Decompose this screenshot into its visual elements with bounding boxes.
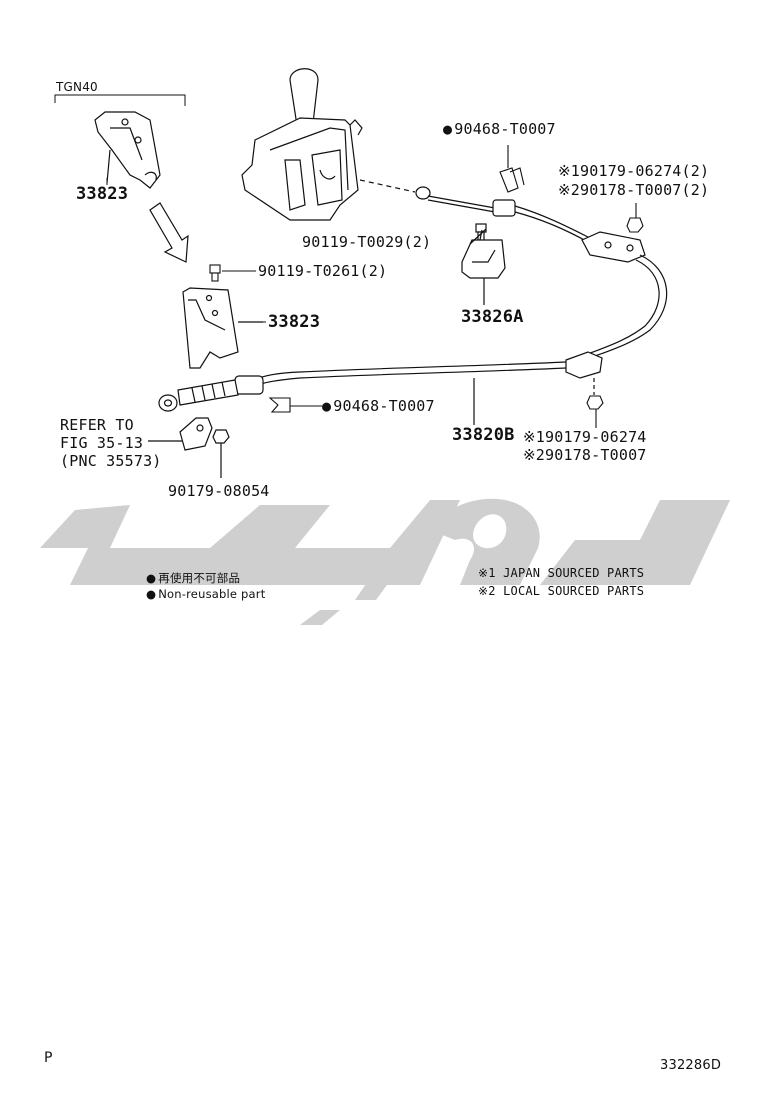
- part-33820b-label[interactable]: 33820B: [452, 425, 515, 445]
- part-90178-t0007-2-label[interactable]: ※290178-T0007(2): [558, 181, 710, 199]
- footer-page-letter: P: [44, 1050, 53, 1066]
- part-90468-top-label[interactable]: 90468-T0007: [443, 120, 556, 138]
- refer-line-2[interactable]: FIG 35-13: [60, 434, 144, 452]
- cable-33820b: [158, 186, 668, 425]
- bracket-33823-mid: [182, 287, 263, 369]
- legend-japan-sourced: ※1 JAPAN SOURCED PARTS: [478, 566, 645, 580]
- legend-nonreusable-en: Non-reusable part: [146, 587, 265, 601]
- bracket-33826a: [461, 223, 506, 305]
- clip-90468-top: [499, 145, 525, 193]
- watermark-logo: [40, 498, 730, 625]
- bracket-33823-top: [94, 111, 161, 189]
- clip-90468-bottom: [268, 397, 322, 413]
- nut-90179-top: [626, 203, 644, 233]
- cable-clamp-bracket: [148, 417, 230, 478]
- nut-90179-bottom: [586, 395, 604, 428]
- refer-line-3: (PNC 35573): [60, 452, 162, 470]
- part-33823-mid-label[interactable]: 33823: [268, 312, 321, 332]
- refer-line-1: REFER TO: [60, 416, 134, 434]
- part-90119-t0029-label[interactable]: 90119-T0029(2): [302, 233, 432, 251]
- part-90178-t0007-label[interactable]: ※290178-T0007: [523, 446, 647, 464]
- legend-local-sourced: ※2 LOCAL SOURCED PARTS: [478, 584, 645, 598]
- variant-label: TGN40: [56, 80, 98, 94]
- part-90179-06274-label[interactable]: ※190179-06274: [523, 428, 647, 446]
- bolt-90119-t0261: [209, 264, 256, 282]
- part-90119-t0261-label[interactable]: 90119-T0261(2): [258, 262, 388, 280]
- shift-lever-assembly: [241, 68, 416, 221]
- tgn40-bracket: [54, 94, 186, 106]
- footer-illustration-id: 332286D: [660, 1058, 722, 1073]
- part-33823-top-label[interactable]: 33823: [76, 184, 129, 204]
- leader-lines: [106, 178, 266, 323]
- part-90468-bottom-label[interactable]: 90468-T0007: [322, 397, 435, 415]
- part-33826a-label[interactable]: 33826A: [461, 307, 524, 327]
- direction-arrow: [149, 202, 189, 263]
- part-90179-06274-2-label[interactable]: ※190179-06274(2): [558, 162, 710, 180]
- legend-nonreusable-jp: 再使用不可部品: [146, 570, 240, 586]
- part-90179-08054-label[interactable]: 90179-08054: [168, 482, 270, 500]
